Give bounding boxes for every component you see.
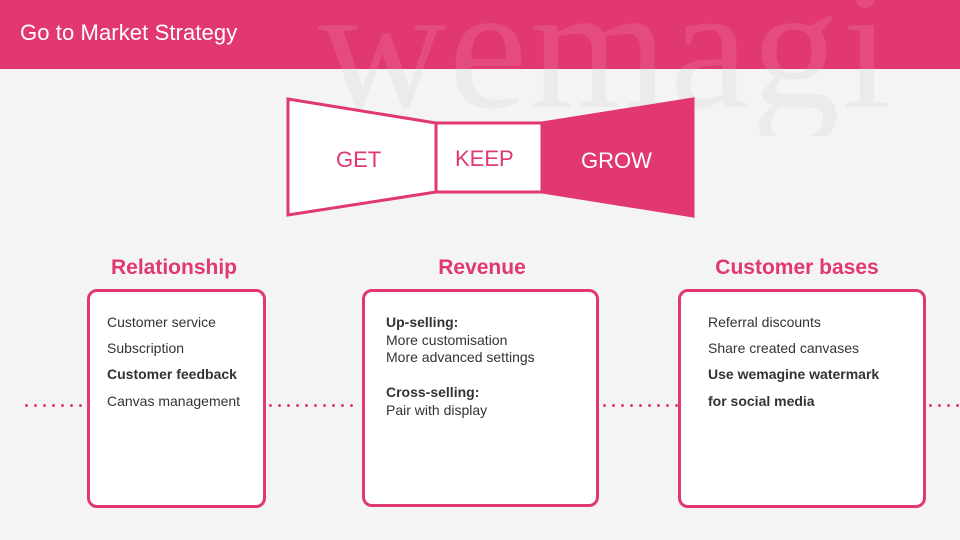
relationship-title: Relationship [110,256,238,279]
list-item: Customer feedback [107,366,237,382]
dotted-connector-middle-right [600,404,678,407]
dotted-connector-right [926,404,960,407]
list-item: Share created canvases [708,340,859,356]
relationship-card: Customer service Subscription Customer f… [87,289,266,508]
list-item: Referral discounts [708,314,821,330]
funnel-grow-shape [540,97,695,218]
list-item: Subscription [107,340,185,356]
upselling-label: Up-selling: [386,314,459,330]
funnel-keep-shape [434,121,544,194]
header-bar: wemagi Go to Market Strategy [0,0,960,69]
customer-bases-card: Referral discounts Share created canvase… [678,289,926,508]
list-item: Customer service [107,314,216,330]
list-item: Canvas management [107,393,241,409]
revenue-title: Revenue [438,256,526,279]
funnel-get-label: GET [336,147,382,172]
list-item: Pair with display [386,402,488,418]
crossselling-label: Cross-selling: [386,384,480,400]
funnel-keep-label: KEEP [455,146,514,171]
funnel-grow-label: GROW [581,148,652,173]
dotted-connector-middle-left [266,404,358,407]
page-title: Go to Market Strategy [20,20,238,45]
dotted-connector-left [22,404,88,407]
customer-bases-title: Customer bases [715,256,879,279]
revenue-card: Up-selling: More customisation More adva… [362,289,599,507]
list-item: for social media [708,393,815,409]
brand-watermark: wemagi [318,0,893,69]
list-item: More customisation [386,332,508,348]
list-item: More advanced settings [386,349,535,365]
list-item: Use wemagine watermark [708,366,880,382]
